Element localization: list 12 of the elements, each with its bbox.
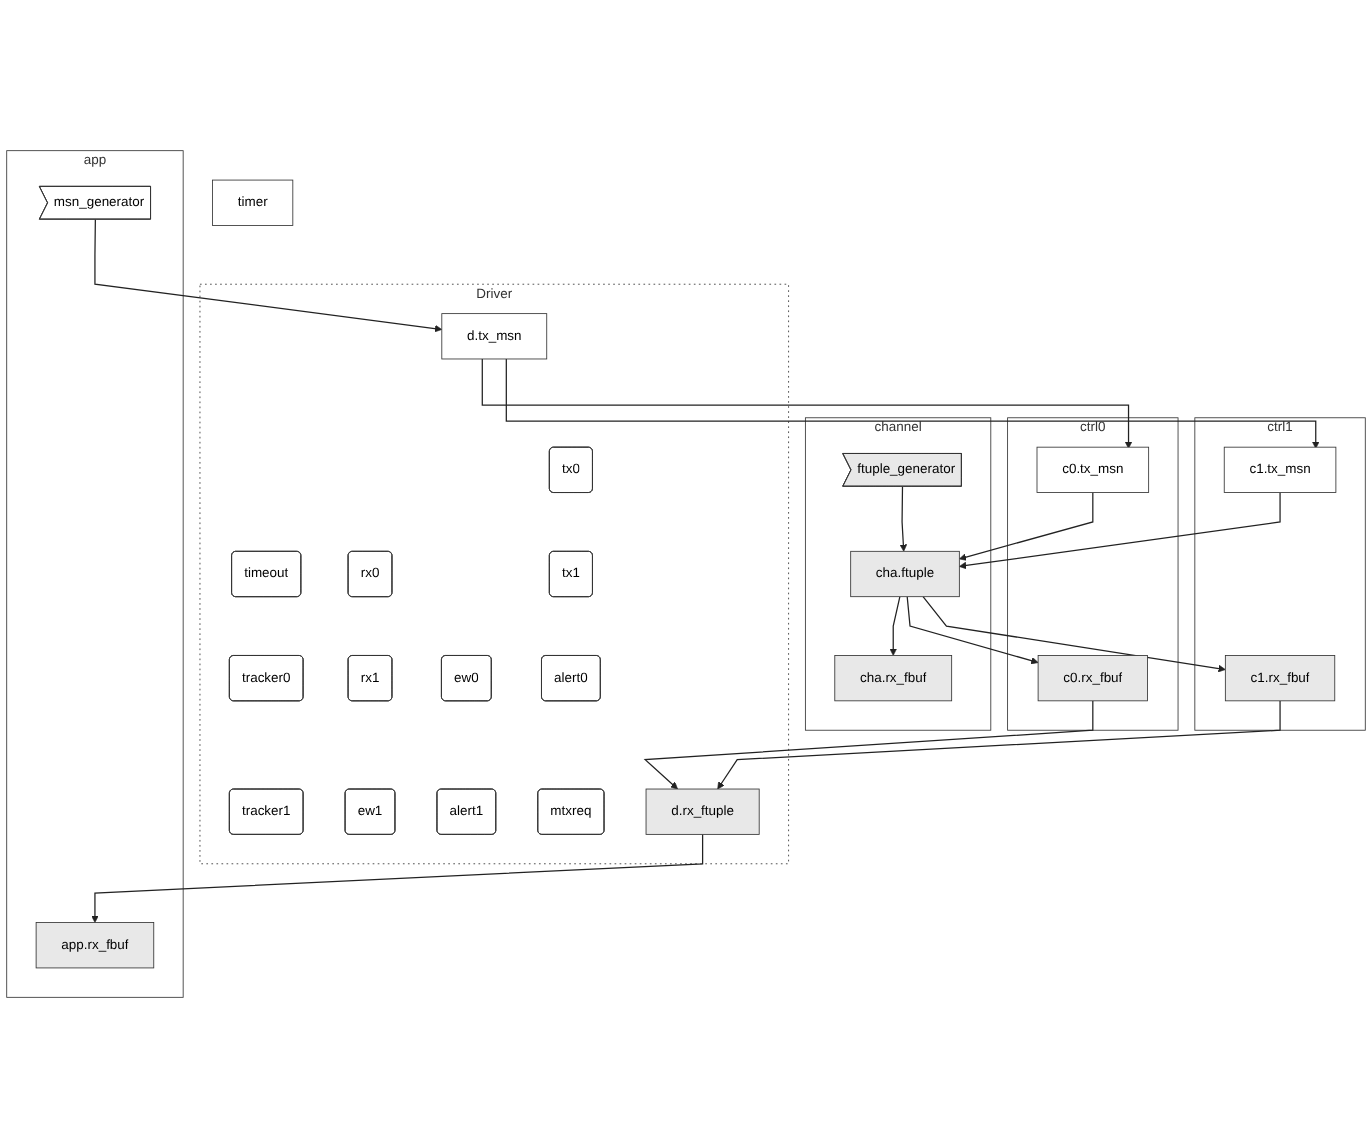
arrow xyxy=(481,358,1133,449)
arrow xyxy=(922,596,1226,673)
arrow xyxy=(906,596,1039,665)
arrow xyxy=(643,700,1094,790)
arrow xyxy=(889,596,901,656)
arrow xyxy=(717,700,1281,790)
arrow xyxy=(505,358,1320,449)
arrow xyxy=(959,491,1281,570)
arrow xyxy=(94,218,443,333)
arrow xyxy=(959,491,1094,561)
arrow xyxy=(91,833,704,923)
arrow xyxy=(899,486,908,552)
